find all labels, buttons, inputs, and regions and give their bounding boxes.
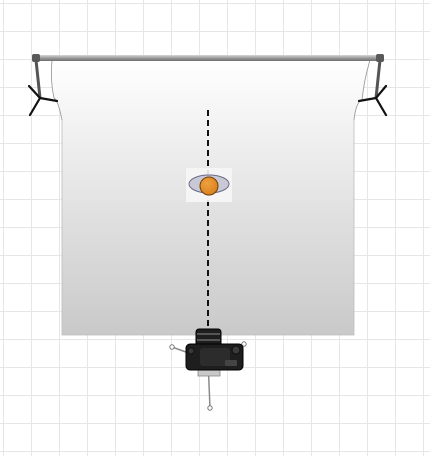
subject-person-icon[interactable] bbox=[186, 168, 232, 202]
backdrop-crossbar-icon[interactable] bbox=[32, 54, 384, 62]
camera-on-tripod-icon[interactable] bbox=[169, 328, 247, 411]
backdrop-stand-right-icon[interactable] bbox=[357, 59, 388, 117]
backdrop-stand-left-icon[interactable] bbox=[27, 59, 59, 117]
